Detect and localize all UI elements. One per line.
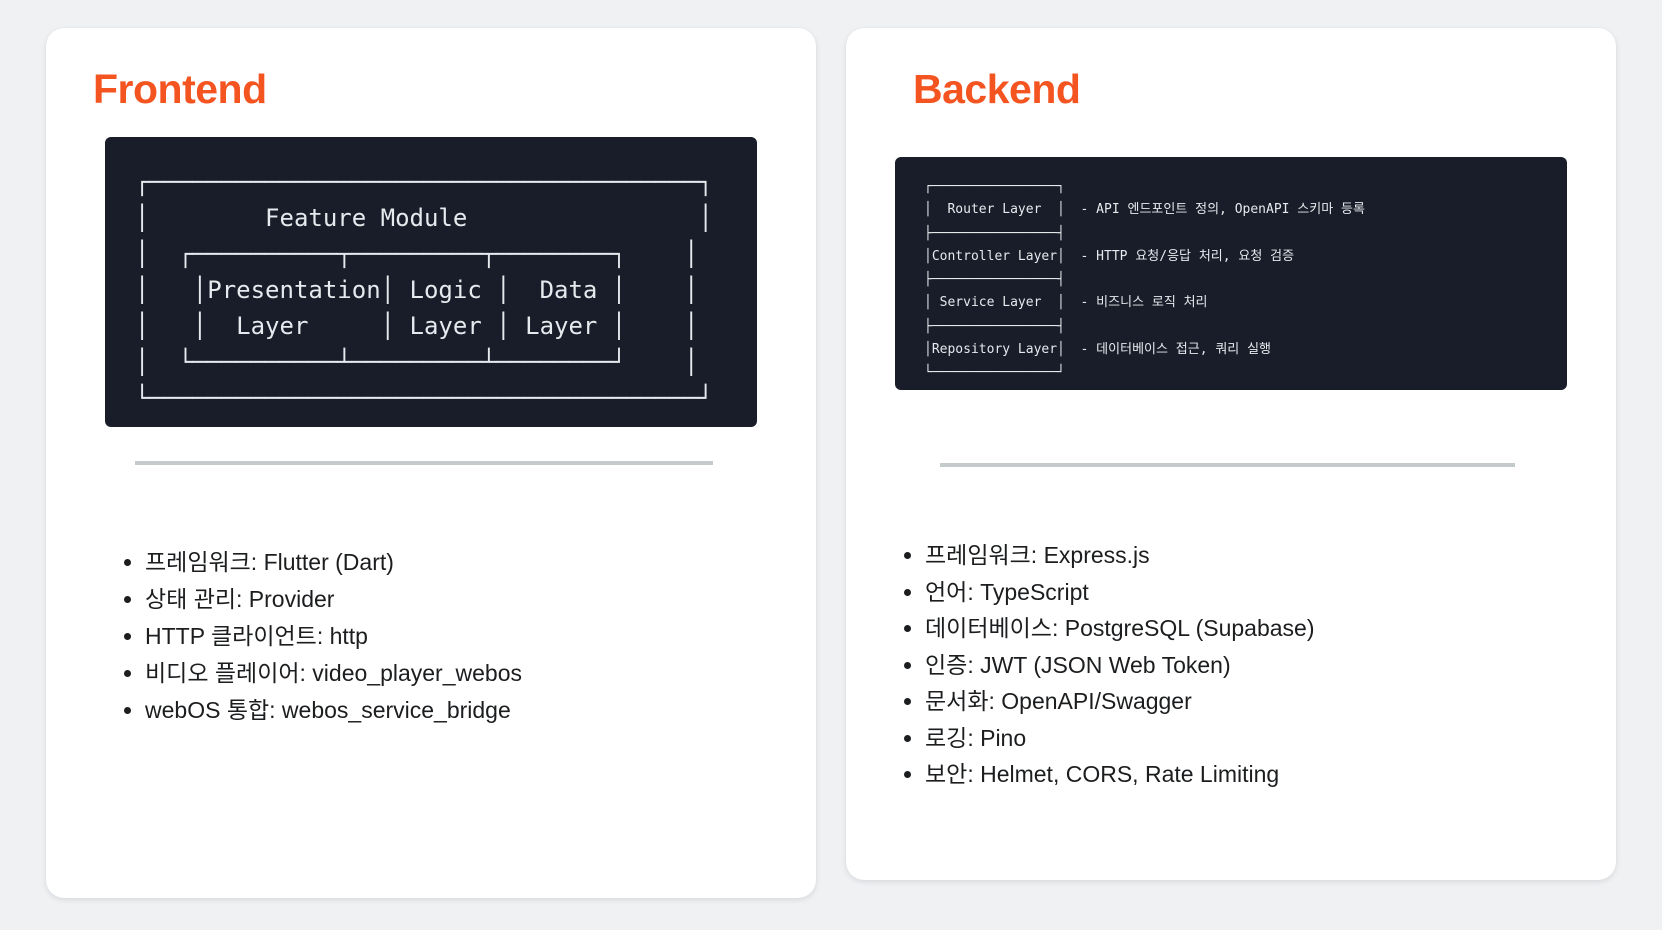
backend-tech-list: 프레임워크: Express.js언어: TypeScript데이터베이스: P… [901,537,1314,793]
backend-ascii-diagram: ┌────────────────┐ │ Router Layer │ - AP… [924,179,1365,381]
divider [940,463,1515,467]
list-item: HTTP 클라이언트: http [145,618,522,655]
frontend-title: Frontend [93,66,267,112]
frontend-ascii-diagram: ┌──────────────────────────────────────┐… [135,168,713,412]
list-item: 인증: JWT (JSON Web Token) [925,647,1314,684]
list-item: 프레임워크: Express.js [925,537,1314,574]
list-item: 상태 관리: Provider [145,581,522,618]
list-item: 프레임워크: Flutter (Dart) [145,544,522,581]
frontend-card: Frontend ┌──────────────────────────────… [46,28,816,898]
backend-card: Backend ┌────────────────┐ │ Router Laye… [846,28,1616,880]
list-item: webOS 통합: webos_service_bridge [145,692,522,729]
list-item: 언어: TypeScript [925,574,1314,611]
frontend-tech-list: 프레임워크: Flutter (Dart)상태 관리: ProviderHTTP… [121,544,522,729]
backend-architecture-codeblock: ┌────────────────┐ │ Router Layer │ - AP… [895,157,1567,390]
list-item: 데이터베이스: PostgreSQL (Supabase) [925,610,1314,647]
list-item: 문서화: OpenAPI/Swagger [925,683,1314,720]
list-item: 비디오 플레이어: video_player_webos [145,655,522,692]
list-item: 보안: Helmet, CORS, Rate Limiting [925,756,1314,793]
backend-title: Backend [913,66,1081,112]
list-item: 로깅: Pino [925,720,1314,757]
divider [135,461,713,465]
frontend-architecture-codeblock: ┌──────────────────────────────────────┐… [105,137,757,427]
